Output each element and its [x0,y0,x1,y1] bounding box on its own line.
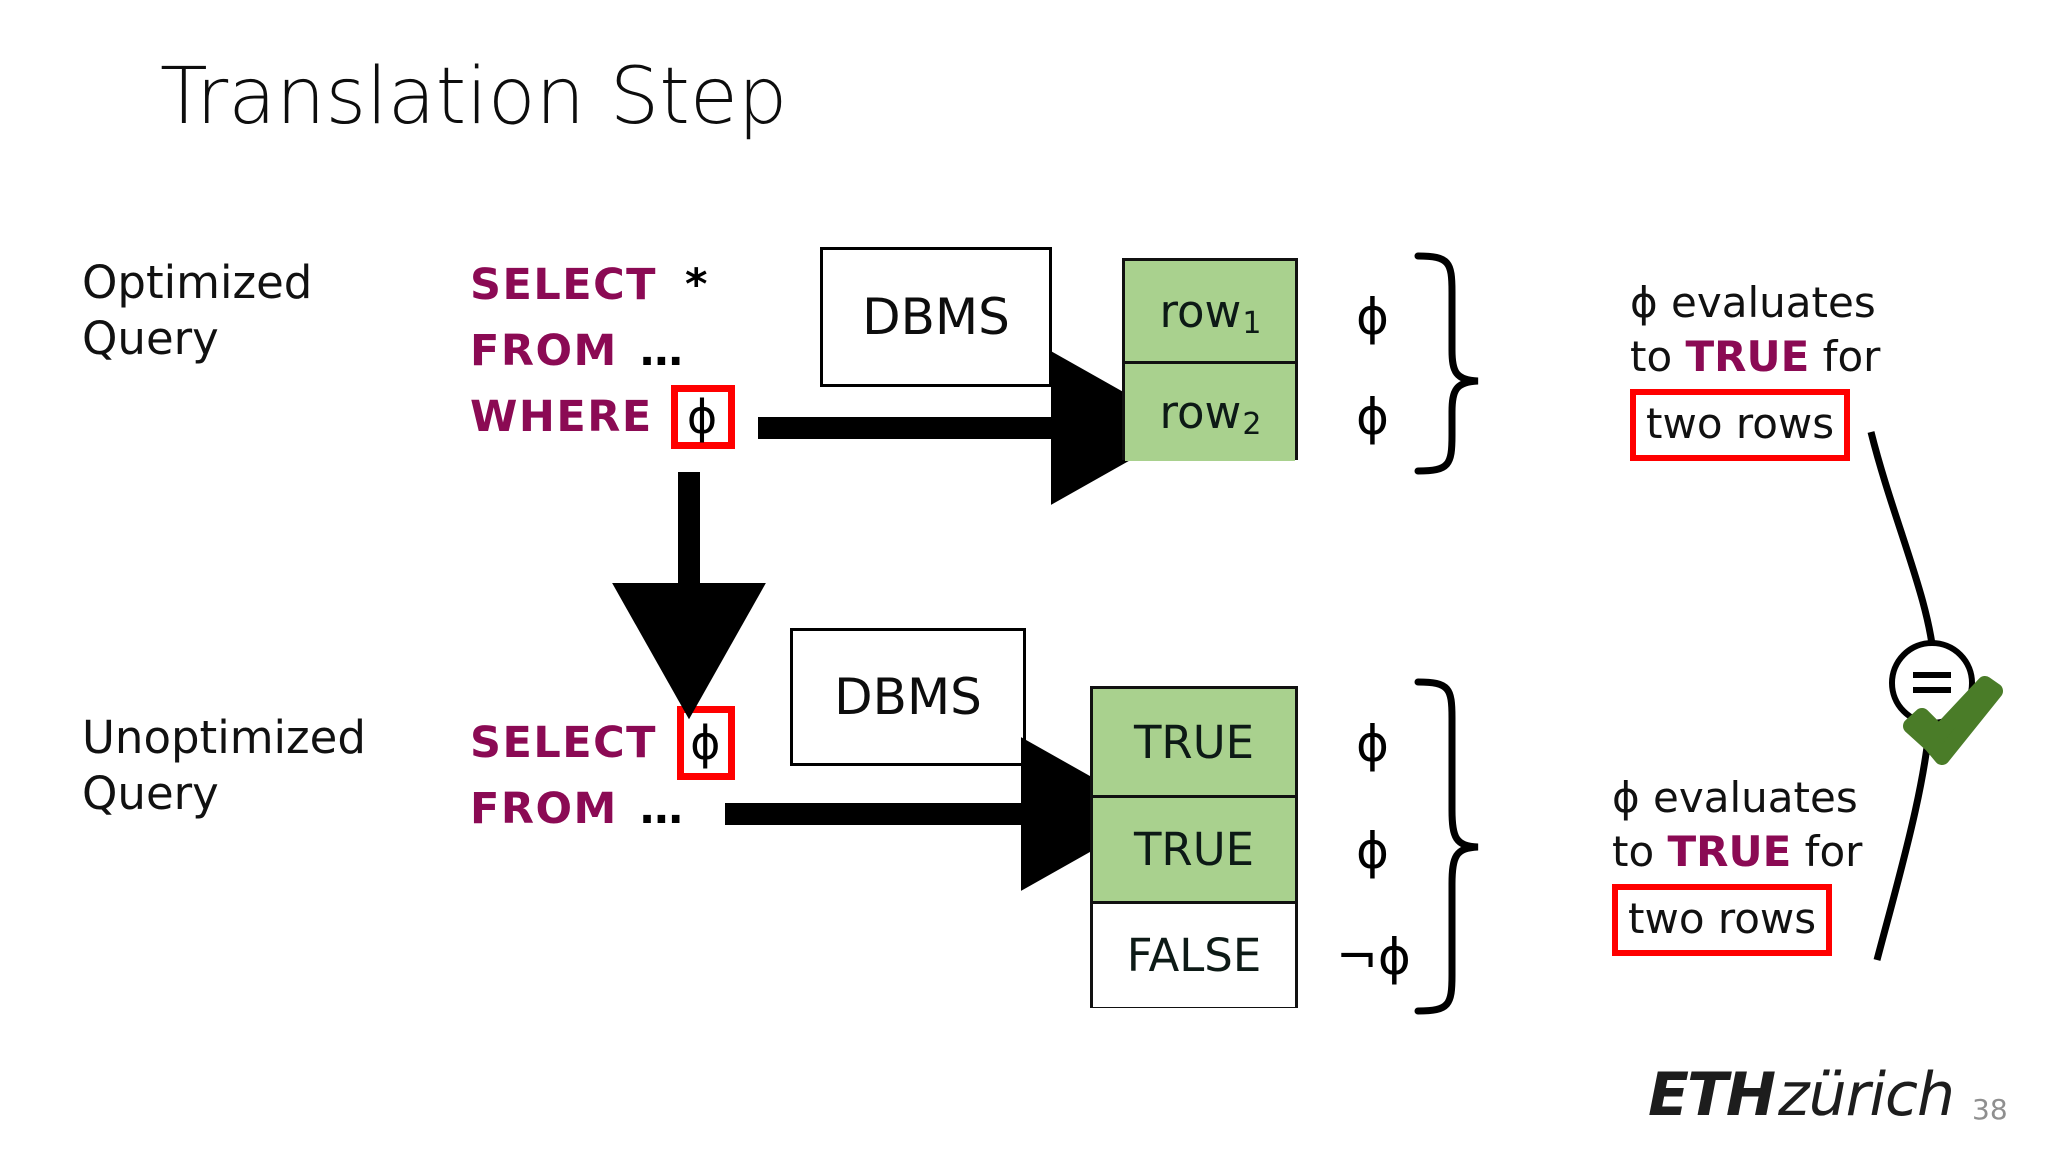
explanation-top-line3: two rows [1630,389,1880,462]
sql-line-where: WHERE ϕ [470,384,735,450]
row-label-optimized: Optimized Query [82,256,313,365]
curly-brace-right-icon-bottom [1414,678,1479,1015]
explanation-bottom-true: TRUE [1667,827,1792,876]
cell-value: row [1159,386,1242,439]
highlighted-two-rows-top: two rows [1630,389,1851,462]
dbms-box-bottom: DBMS [790,628,1026,766]
sql-keyword-from-bottom: FROM [470,783,618,834]
sql-keyword-where: WHERE [470,391,653,442]
sql-keyword-select: SELECT [470,259,658,310]
predicate-top-row-2: ϕ [1356,388,1389,446]
result-table-bottom: TRUE TRUE FALSE [1090,686,1298,1008]
highlighted-predicate-where: ϕ [670,385,735,449]
sql-from-tables-bottom: … [639,783,685,834]
eth-logo-city: zürich [1778,1060,1955,1130]
cell-subscript: 1 [1242,305,1262,341]
curly-brace-right-icon-top [1414,252,1479,475]
explanation-bottom-line1: ϕ evaluates [1612,773,1858,822]
sql-line-from-bottom: FROM … [470,776,735,842]
explanation-top: ϕ evaluates to TRUE for two rows [1630,275,1880,462]
explanation-top-true: TRUE [1685,332,1810,381]
sql-from-tables: … [639,325,685,376]
sql-keyword-select-bottom: SELECT [470,717,658,768]
sql-line-select: SELECT * [470,252,735,318]
dbms-label-bottom: DBMS [834,668,982,726]
predicate-top-row-1: ϕ [1356,288,1389,346]
explanation-bottom-line3: two rows [1612,884,1862,957]
dbms-box-top: DBMS [820,247,1052,387]
sql-line-from: FROM … [470,318,735,384]
table-row: TRUE [1093,689,1295,795]
cell-value: row [1159,284,1242,338]
explanation-bottom: ϕ evaluates to TRUE for two rows [1612,770,1862,957]
table-row: FALSE [1093,901,1295,1007]
explanation-top-line2: to TRUE for [1630,329,1880,383]
page-number: 38 [1972,1093,2008,1126]
explanation-bottom-line2: to TRUE for [1612,824,1862,878]
explanation-top-line1: ϕ evaluates [1630,278,1876,327]
table-row: TRUE [1093,795,1295,901]
explanation-top-line2-pre: to [1630,332,1686,381]
eth-logo-mark: ETH [1648,1060,1776,1130]
explanation-top-line2-post: for [1809,332,1881,381]
optimized-query-code: SELECT * FROM … WHERE ϕ [470,252,735,450]
row-label-unoptimized: Unoptimized Query [82,711,366,820]
predicate-bottom-row-1: ϕ [1356,715,1389,773]
predicate-bottom-row-3: ¬ϕ [1336,928,1411,986]
sql-projection-star: * [685,259,710,310]
explanation-bottom-line2-post: for [1791,827,1863,876]
page-title: Translation Step [160,52,788,142]
explanation-bottom-line2-pre: to [1612,827,1668,876]
predicate-bottom-row-2: ϕ [1356,822,1389,880]
check-icon [1903,676,2003,765]
sql-keyword-from: FROM [470,325,618,376]
eth-zurich-logo: ETH zürich [1648,1060,1955,1130]
dbms-label-top: DBMS [862,288,1010,346]
highlighted-two-rows-bottom: two rows [1612,884,1833,957]
cell-subscript: 2 [1242,407,1262,442]
